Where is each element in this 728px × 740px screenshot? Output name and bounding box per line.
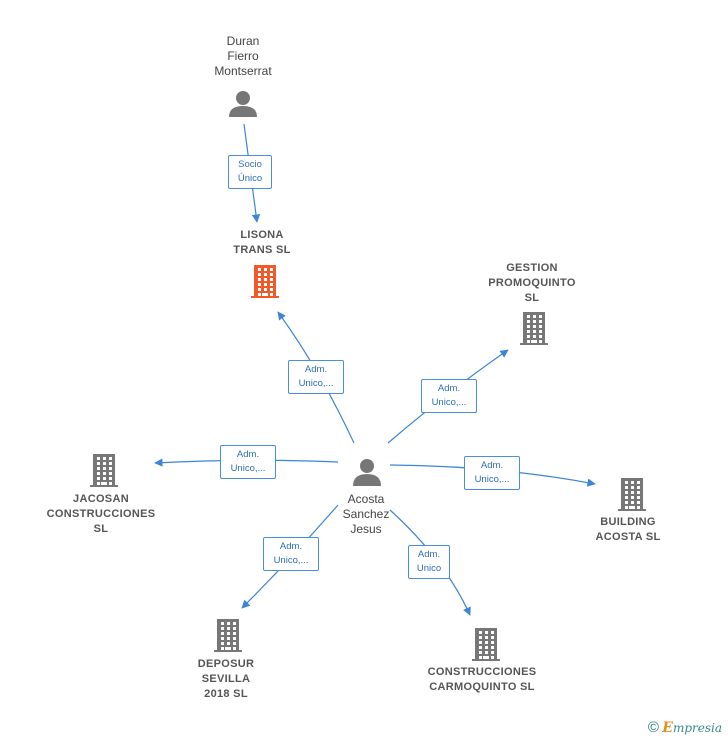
edge-label-socio-unico[interactable]: Socio Único (228, 155, 272, 189)
building-icon-construcciones[interactable] (471, 627, 501, 661)
building-icon-building[interactable] (617, 477, 647, 511)
company-label-jacosan[interactable]: JACOSAN CONSTRUCCIONES SL (46, 493, 156, 535)
person-label-acosta[interactable]: Acosta Sanchez Jesus (342, 492, 390, 536)
company-label-deposur[interactable]: DEPOSUR SEVILLA 2018 SL (197, 658, 255, 700)
person-icon-acosta[interactable] (353, 459, 381, 486)
building-icon-jacosan[interactable] (89, 453, 119, 487)
building-icon-deposur[interactable] (213, 618, 243, 652)
building-icon-gestion[interactable] (519, 311, 549, 345)
person-label-duran[interactable]: Duran Fierro Montserrat (214, 34, 272, 78)
copyright-footer: © Empresia (648, 719, 722, 736)
edge-label-adm-construcciones[interactable]: Adm. Unico (408, 545, 450, 579)
edge-label-adm-deposur[interactable]: Adm. Unico,... (263, 537, 319, 571)
edge-label-adm-jacosan[interactable]: Adm. Unico,... (220, 445, 276, 479)
company-label-gestion[interactable]: GESTION PROMOQUINTO SL (488, 262, 576, 304)
brand-logo: Empresia (662, 720, 722, 736)
person-icon-duran[interactable] (229, 91, 257, 117)
edge-label-adm-gestion[interactable]: Adm. Unico,... (421, 379, 477, 413)
company-label-building[interactable]: BUILDING ACOSTA SL (595, 516, 661, 543)
edge-label-adm-building[interactable]: Adm. Unico,... (464, 456, 520, 490)
copyright-icon: © (647, 719, 659, 736)
company-label-construcciones[interactable]: CONSTRUCCIONES CARMOQUINTO SL (427, 666, 537, 693)
edge-label-adm-lisona[interactable]: Adm. Unico,... (288, 360, 344, 394)
company-label-lisona[interactable]: LISONA TRANS SL (233, 229, 291, 256)
building-icon-lisona[interactable] (250, 264, 280, 298)
